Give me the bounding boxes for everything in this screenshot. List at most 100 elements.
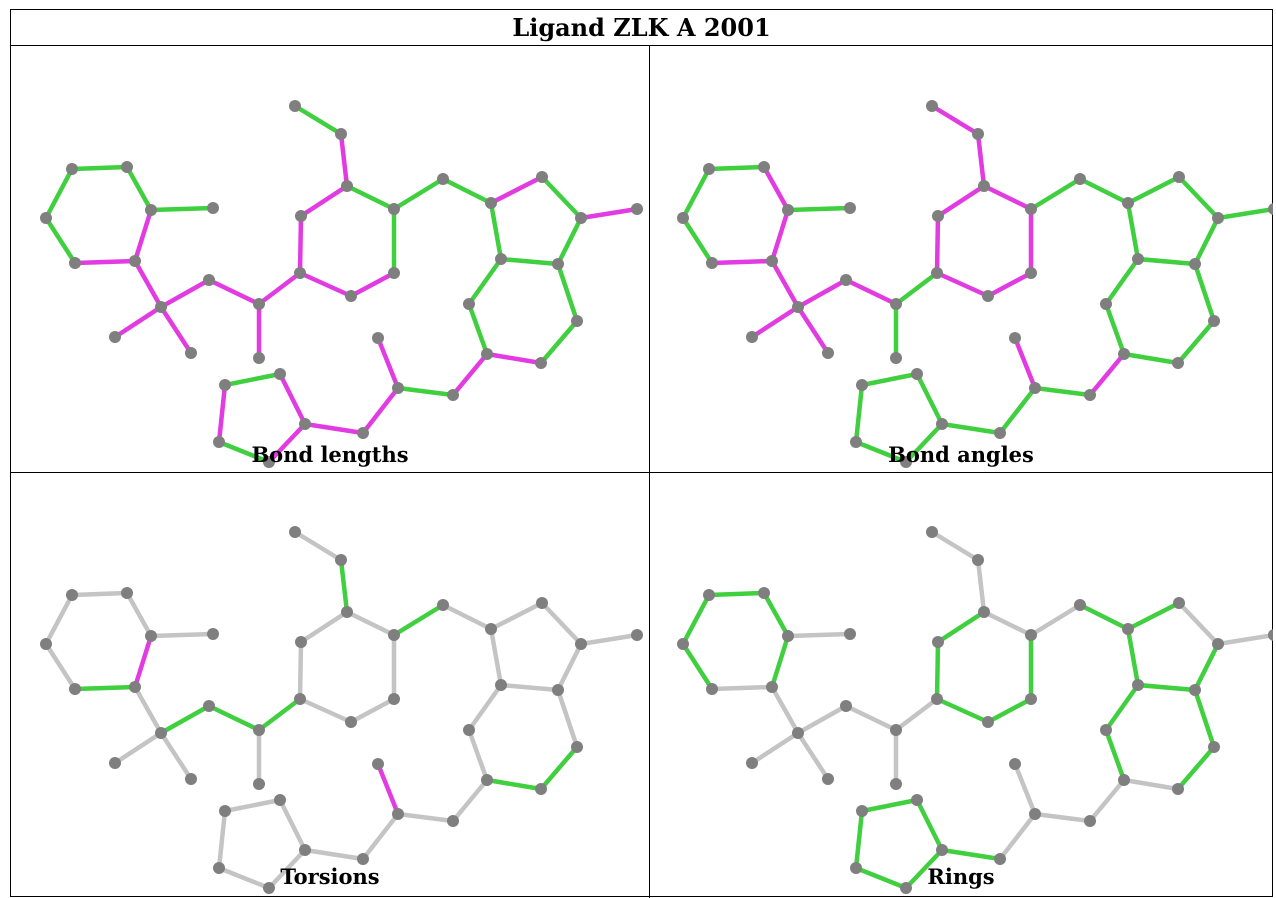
- atom: [69, 257, 81, 269]
- bond: [795, 703, 849, 736]
- atom: [552, 684, 564, 696]
- bond: [1135, 256, 1198, 267]
- atom: [485, 623, 497, 635]
- bond: [348, 696, 397, 725]
- bond: [1087, 351, 1127, 398]
- molecule-diagram-bond-angles: [677, 100, 1273, 468]
- atom: [495, 253, 507, 265]
- atom: [1132, 679, 1144, 691]
- bond: [935, 183, 987, 219]
- atom: [758, 587, 770, 599]
- atom: [758, 161, 770, 173]
- bond: [69, 164, 130, 172]
- atom: [677, 212, 689, 224]
- bond: [266, 421, 308, 465]
- figure-title: Ligand ZLK A 2001: [11, 10, 1272, 46]
- atom: [463, 724, 475, 736]
- atom: [1100, 298, 1112, 310]
- atom: [1084, 815, 1096, 827]
- atom: [335, 554, 347, 566]
- bond: [466, 682, 504, 733]
- atom: [437, 173, 449, 185]
- atom: [1025, 203, 1037, 215]
- atom: [145, 204, 157, 216]
- bond: [256, 696, 303, 733]
- bond: [488, 200, 504, 262]
- bond: [298, 183, 350, 219]
- bond: [939, 421, 1003, 436]
- bond: [1012, 335, 1038, 391]
- bond: [555, 261, 580, 324]
- bond: [43, 166, 75, 221]
- atom: [856, 805, 868, 817]
- atom: [145, 630, 157, 642]
- bond: [466, 256, 504, 307]
- molecule-diagram-rings: [677, 526, 1273, 894]
- atom: [703, 163, 715, 175]
- bond: [1135, 682, 1198, 693]
- bond: [578, 632, 640, 647]
- bond: [72, 684, 138, 692]
- bond: [853, 865, 909, 891]
- atom: [571, 315, 583, 327]
- bond: [1103, 682, 1141, 733]
- bond: [985, 270, 1034, 299]
- atom: [890, 352, 902, 364]
- atom: [1208, 741, 1220, 753]
- atom: [1029, 808, 1041, 820]
- atom: [1084, 389, 1096, 401]
- bond: [132, 207, 154, 264]
- bond: [680, 166, 712, 221]
- atom: [341, 180, 353, 192]
- atom: [822, 347, 834, 359]
- atom: [1118, 348, 1130, 360]
- bond: [148, 205, 216, 213]
- bond: [112, 304, 164, 340]
- atom: [631, 629, 643, 641]
- bond: [222, 371, 283, 388]
- atom: [1025, 693, 1037, 705]
- atom: [66, 589, 78, 601]
- atom: [978, 606, 990, 618]
- bond: [450, 777, 490, 824]
- atom: [911, 794, 923, 806]
- atom: [213, 436, 225, 448]
- bond: [297, 213, 304, 276]
- atom: [978, 180, 990, 192]
- bond: [466, 727, 490, 783]
- atom: [357, 853, 369, 865]
- bond: [375, 761, 401, 817]
- atom: [536, 171, 548, 183]
- atom: [129, 681, 141, 693]
- bond: [1028, 176, 1083, 212]
- atom: [155, 727, 167, 739]
- molecule-diagram-bond-lengths: [40, 100, 643, 468]
- panel-bond-angles: Bond angles: [649, 46, 1273, 472]
- bond: [391, 176, 446, 212]
- bond: [344, 609, 397, 638]
- bond: [903, 421, 945, 465]
- atom: [388, 203, 400, 215]
- bond: [1192, 641, 1221, 693]
- bond: [124, 590, 154, 639]
- bond: [206, 277, 262, 307]
- atom: [575, 638, 587, 650]
- bond: [555, 687, 580, 750]
- atom: [1122, 197, 1134, 209]
- bond: [1103, 727, 1127, 783]
- bond: [302, 421, 366, 436]
- bond: [1087, 777, 1127, 824]
- bond: [395, 385, 456, 398]
- atom: [1189, 258, 1201, 270]
- atom: [840, 274, 852, 286]
- bond: [981, 609, 1034, 638]
- bond: [749, 730, 801, 766]
- atom: [463, 298, 475, 310]
- bond: [538, 744, 580, 792]
- atom: [822, 773, 834, 785]
- atom: [932, 636, 944, 648]
- atom: [1208, 315, 1220, 327]
- atom: [1173, 597, 1185, 609]
- bond: [1125, 200, 1141, 262]
- bond: [1176, 600, 1221, 647]
